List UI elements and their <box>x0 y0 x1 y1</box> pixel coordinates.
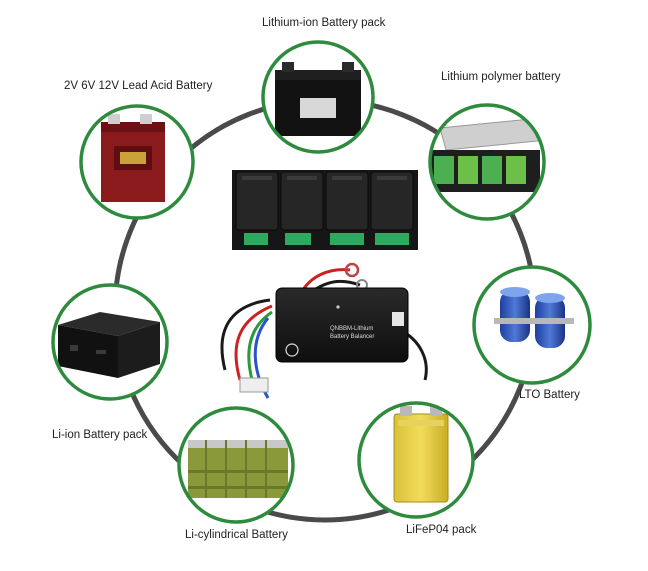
battery-circle-li-cylindrical <box>177 406 295 524</box>
logo-icon <box>285 343 299 357</box>
lifepo4-prismatic-cell <box>393 413 449 503</box>
battery-circle-lithium-ion-pack <box>261 40 375 154</box>
battery-circle-lto <box>472 265 592 385</box>
battery-circle-lithium-polymer <box>428 103 546 221</box>
module-2 <box>280 171 324 245</box>
qnbbm-balancer-product: QNBBM-Lithium Battery Balancer <box>220 262 428 399</box>
battery-circle-lifepo4 <box>357 401 475 519</box>
rack-battery-front <box>58 325 118 378</box>
module-1 <box>235 171 279 245</box>
battery-circle-lead-acid <box>79 104 195 220</box>
label-lead-acid: 2V 6V 12V Lead Acid Battery <box>64 80 213 92</box>
label-lithium-polymer: Lithium polymer battery <box>441 71 561 83</box>
balancer-module-array <box>232 170 418 250</box>
label-lithium-ion-pack: Lithium-ion Battery pack <box>262 17 386 29</box>
product-name-line2: Battery Balancer <box>330 334 374 340</box>
battery-circle-li-ion-pack <box>51 283 169 401</box>
label-li-cylindrical: Li-cylindrical Battery <box>185 529 288 541</box>
label-lifepo4: LiFeP04 pack <box>406 524 477 536</box>
label-li-ion-pack: Li-ion Battery pack <box>52 429 148 441</box>
product-name-line1: QNBBM-Lithium <box>330 326 373 332</box>
cylindrical-cell-pack <box>188 440 288 498</box>
label-lto: LTO Battery <box>519 389 580 401</box>
polymer-pouch-cell <box>439 117 544 151</box>
rack-battery-top <box>58 312 160 336</box>
lto-cell-1 <box>500 290 530 342</box>
module-3 <box>325 171 369 245</box>
module-4 <box>370 171 414 245</box>
